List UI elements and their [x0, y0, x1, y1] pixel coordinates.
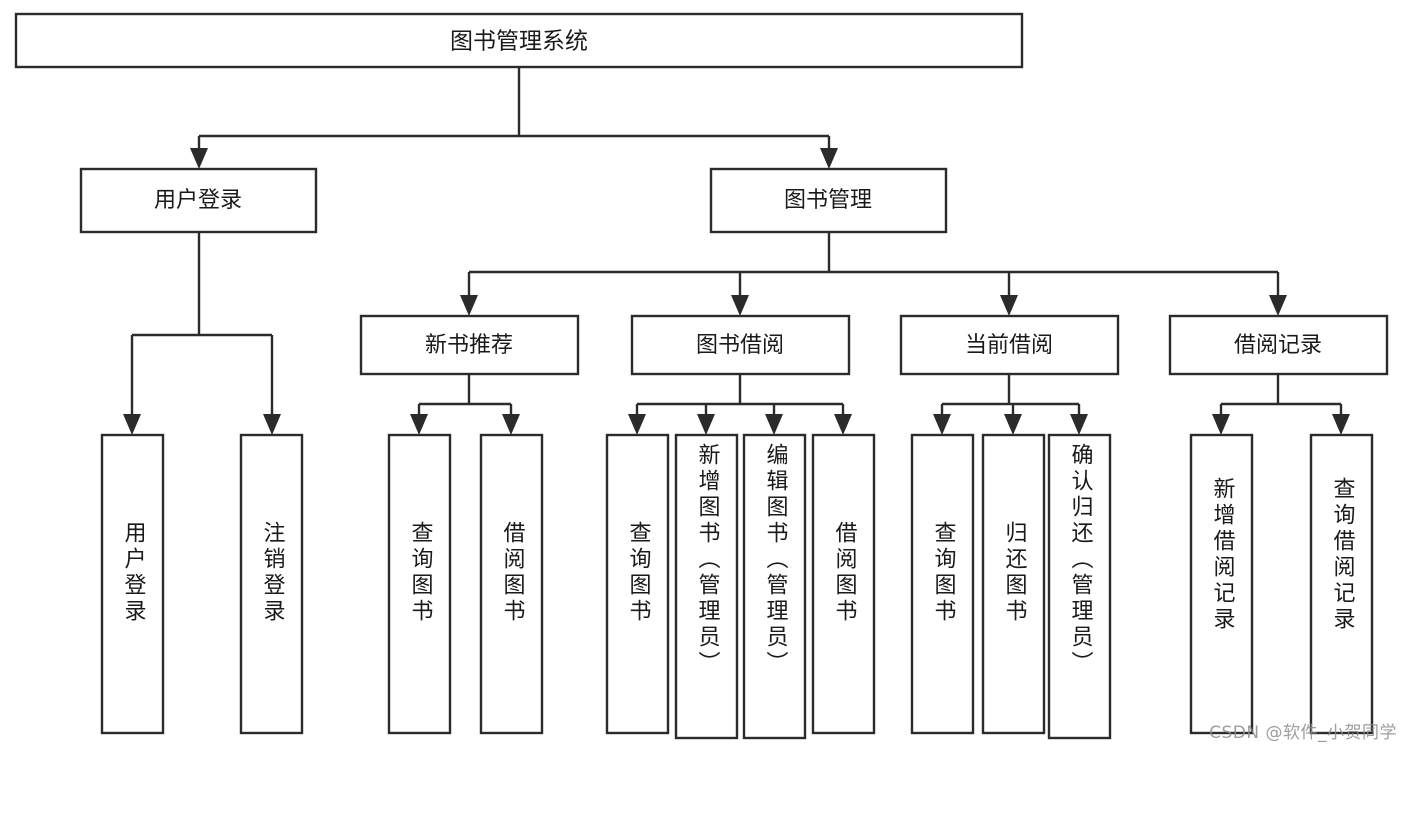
node-box-current-borrow[interactable]: [899, 314, 1120, 376]
diagram-canvas: 图书管理系统 用户登录 图书管理 新书推荐 图书借阅 当前借阅 借阅记录: [14, 12, 1397, 743]
node-label-new-book-rec: 新书推荐: [425, 333, 513, 358]
node-label-current-borrow: 当前借阅: [965, 333, 1053, 358]
node-box-leaf-rec-query-record[interactable]: [1309, 433, 1374, 735]
arrow-to-borrow-record: [1269, 295, 1287, 316]
node-box-borrow-record[interactable]: [1168, 314, 1389, 376]
node-box-leaf-brw-edit-book[interactable]: [742, 433, 807, 740]
arrow-to-leaf-rec-add-record: [1212, 414, 1230, 435]
arrow-to-leaf-cur-confirm: [1070, 414, 1088, 435]
diagram-svg: 图书管理系统 用户登录 图书管理 新书推荐 图书借阅 当前借阅 借阅记录: [14, 12, 1389, 740]
node-label-book-borrow: 图书借阅: [696, 333, 784, 358]
node-box-leaf-user-logout[interactable]: [239, 433, 304, 735]
arrow-to-book-borrow: [731, 295, 749, 316]
arrow-to-leaf-brw-query-book: [628, 414, 646, 435]
node-box-leaf-brw-query-book[interactable]: [605, 433, 670, 735]
arrow-to-user-login: [190, 148, 208, 169]
node-box-leaf-rec-borrow-book[interactable]: [479, 433, 544, 735]
node-box-book-borrow[interactable]: [630, 314, 851, 376]
node-box-book-manage[interactable]: [709, 167, 948, 234]
node-box-user-login[interactable]: [79, 167, 318, 234]
arrow-to-leaf-brw-add-book: [697, 414, 715, 435]
arrow-to-leaf-brw-borrow-book: [834, 414, 852, 435]
arrow-to-new-book-rec: [460, 295, 478, 316]
node-box-leaf-rec-add-record[interactable]: [1189, 433, 1254, 735]
arrow-to-current-borrow: [1000, 295, 1018, 316]
arrow-to-leaf-rec-query-record: [1332, 414, 1350, 435]
node-box-leaf-cur-query-book[interactable]: [910, 433, 975, 735]
node-box-leaf-cur-return-book[interactable]: [981, 433, 1046, 735]
node-box-new-book-rec[interactable]: [359, 314, 580, 376]
arrow-to-leaf-rec-query-book: [410, 414, 428, 435]
csdn-watermark: CSDN @软件_小贺同学: [1209, 723, 1397, 743]
node-label-root: 图书管理系统: [450, 29, 588, 55]
nodes-layer: 图书管理系统 用户登录 图书管理 新书推荐 图书借阅 当前借阅 借阅记录: [14, 12, 1389, 740]
node-box-leaf-brw-add-book[interactable]: [674, 433, 739, 740]
node-box-leaf-rec-query-book[interactable]: [387, 433, 452, 735]
node-box-leaf-brw-borrow-book[interactable]: [811, 433, 876, 735]
arrow-to-leaf-rec-borrow-book: [502, 414, 520, 435]
arrow-to-book-manage: [820, 148, 838, 169]
arrow-to-leaf-cur-query-book: [933, 414, 951, 435]
node-box-root[interactable]: [14, 12, 1024, 69]
arrow-to-leaf-cur-return-book: [1004, 414, 1022, 435]
node-label-borrow-record: 借阅记录: [1234, 333, 1322, 358]
node-label-user-login: 用户登录: [154, 188, 242, 213]
arrow-to-leaf-brw-edit-book: [765, 414, 783, 435]
node-label-book-manage: 图书管理: [784, 188, 872, 213]
node-box-leaf-cur-confirm[interactable]: [1047, 433, 1112, 740]
connectors-layer: [123, 67, 1350, 435]
arrow-to-leaf-user-logout: [263, 414, 281, 435]
arrow-to-leaf-user-login: [123, 414, 141, 435]
node-box-leaf-user-login[interactable]: [100, 433, 165, 735]
